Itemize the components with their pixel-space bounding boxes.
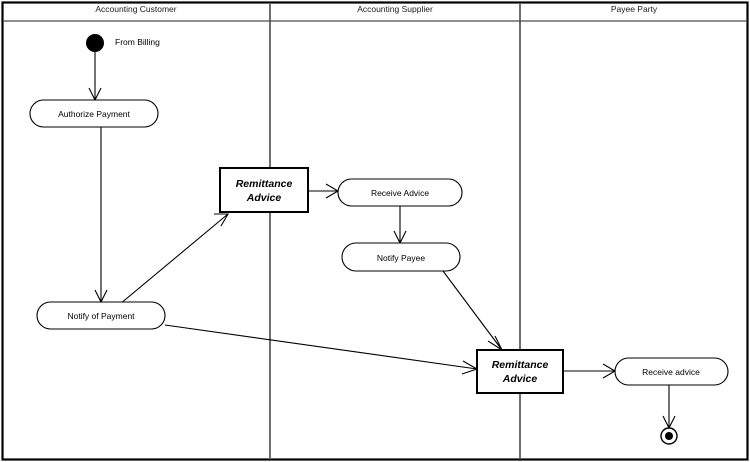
action-authorize-payment[interactable]: Authorize Payment (29, 99, 159, 128)
action-notify-payee-label: Notify Payee (377, 253, 425, 263)
initial-node[interactable] (86, 34, 104, 52)
action-notify-of-payment[interactable]: Notify of Payment (36, 301, 166, 330)
object-remittance-advice-2[interactable]: Remittance Advice (476, 349, 564, 394)
final-node[interactable] (660, 427, 678, 445)
flow-receive-advice-to-notify-payee (393, 206, 407, 245)
action-notify-of-payment-label: Notify of Payment (67, 311, 135, 321)
flow-notify-payment-to-remittance-2 (164, 324, 479, 375)
action-receive-advice-supplier-label: Receive Advice (371, 188, 429, 198)
flow-notify-payment-to-remittance-1 (119, 213, 229, 305)
lane-label-accounting-customer: Accounting Customer (95, 4, 176, 14)
flow-remittance-1-to-receive-advice (308, 183, 340, 199)
note-from-billing-label: From Billing (115, 37, 160, 47)
object-remittance-advice-2-line2: Advice (502, 373, 538, 385)
object-remittance-advice-1-line1: Remittance (236, 178, 293, 190)
action-receive-advice-supplier[interactable]: Receive Advice (337, 178, 463, 207)
flow-initial-to-authorize (88, 52, 102, 102)
action-receive-advice-payee[interactable]: Receive advice (614, 357, 729, 386)
flow-receive-advice-payee-to-final (662, 385, 676, 430)
lane-label-payee-party: Payee Party (611, 4, 658, 14)
action-notify-payee[interactable]: Notify Payee (341, 242, 461, 272)
object-remittance-advice-2-line1: Remittance (492, 359, 549, 371)
lane-label-accounting-supplier: Accounting Supplier (357, 4, 433, 14)
flow-remittance-2-to-receive-advice-payee (563, 363, 617, 379)
action-authorize-payment-label: Authorize Payment (58, 109, 130, 119)
object-remittance-advice-1-line2: Advice (246, 192, 282, 204)
flow-authorize-to-notify-payment (94, 127, 108, 304)
flow-notify-payee-to-remittance-2 (442, 270, 504, 352)
action-receive-advice-payee-label: Receive advice (642, 367, 700, 377)
object-remittance-advice-1[interactable]: Remittance Advice (219, 167, 309, 213)
